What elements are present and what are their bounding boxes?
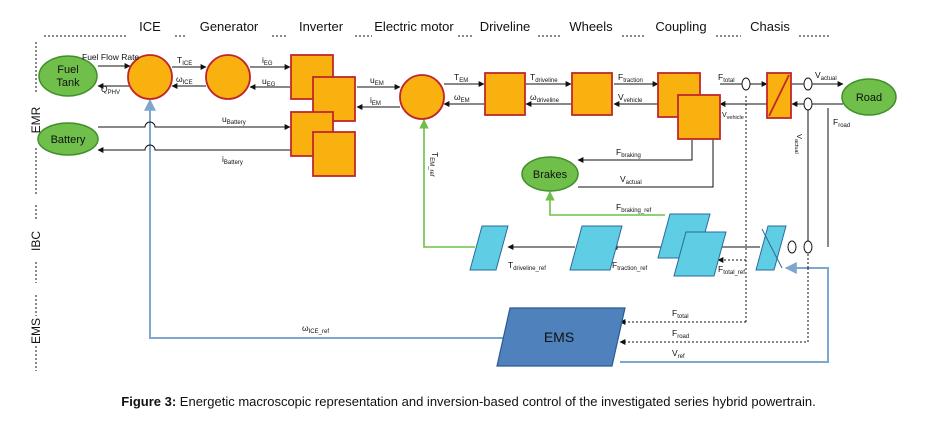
fuel-tank-label-2: Tank bbox=[56, 77, 80, 89]
brakes-label: Brakes bbox=[533, 169, 568, 181]
conversion-circles bbox=[127, 54, 445, 120]
inverter-element-4 bbox=[312, 131, 356, 177]
header-generator: Generator bbox=[200, 19, 259, 34]
road-source bbox=[841, 78, 897, 116]
side-label-emr: EMR bbox=[29, 106, 43, 133]
label-f-total-ref: Ftotal_ref bbox=[718, 264, 745, 276]
label-i-battery: iBattery bbox=[222, 154, 243, 166]
label-t-driveline: Tdriveline bbox=[530, 72, 558, 84]
label-u-eg: uEG bbox=[262, 76, 276, 88]
label-w-driveline: ωdriveline bbox=[530, 92, 560, 104]
label-v-actual: Vactual bbox=[815, 70, 837, 82]
side-label-ems: EMS bbox=[29, 318, 43, 344]
label-f-braking-ref: Fbraking_ref bbox=[616, 202, 652, 214]
label-t-driveline-ref: Tdriveline_ref bbox=[508, 260, 546, 272]
header-inverter: Inverter bbox=[299, 19, 344, 34]
label-ems-f-total: Ftotal bbox=[672, 308, 689, 320]
control-lines bbox=[144, 98, 829, 363]
caption-bold: Figure 3: bbox=[121, 394, 177, 409]
generator-element bbox=[205, 54, 251, 100]
fuel-tank-label-1: Fuel bbox=[57, 64, 78, 76]
label-t-em-ref: TEM_ref bbox=[428, 152, 440, 177]
header-coupling: Coupling bbox=[655, 19, 706, 34]
brakes-source bbox=[521, 156, 579, 192]
label-u-em: uEM bbox=[370, 75, 384, 87]
ice-element bbox=[127, 54, 173, 100]
battery-source bbox=[37, 122, 99, 156]
label-v-actual-vertical: Vactual bbox=[793, 134, 804, 154]
label-u-battery: uBattery bbox=[222, 114, 246, 126]
label-f-traction-ref: Ftraction_ref bbox=[612, 260, 648, 272]
label-q-phv: QPHV bbox=[101, 84, 120, 96]
label-f-braking: Fbraking bbox=[616, 147, 641, 159]
label-fuel-flow-rate: Fuel Flow Rate bbox=[82, 52, 139, 62]
label-ems-f-road: Froad bbox=[672, 328, 689, 340]
label-w-ice-ref: ωICE_ref bbox=[302, 323, 329, 335]
header-wheels: Wheels bbox=[569, 19, 613, 34]
label-v-actual-brakes: Vactual bbox=[620, 174, 642, 186]
road-label: Road bbox=[856, 92, 882, 104]
label-ems-v-ref: Vref bbox=[672, 348, 685, 360]
battery-label: Battery bbox=[51, 134, 86, 146]
driveline-element bbox=[484, 72, 526, 116]
source-elements bbox=[37, 55, 897, 192]
measurement-lines bbox=[619, 96, 809, 345]
label-f-road: Froad bbox=[833, 117, 850, 129]
sensors bbox=[741, 77, 813, 254]
header-electric-motor: Electric motor bbox=[374, 19, 454, 34]
label-v-vehicle: Vvehicle bbox=[618, 92, 643, 104]
coupling-element-2 bbox=[677, 94, 721, 140]
label-f-traction: Ftraction bbox=[618, 72, 643, 84]
label-t-ice: TICE bbox=[177, 55, 192, 67]
ibc-driveline bbox=[569, 225, 623, 271]
label-v-vehicle-2: Vvehicle bbox=[722, 112, 744, 121]
ibc-chasis bbox=[755, 225, 787, 271]
wheels-element bbox=[571, 72, 613, 116]
label-i-em: iEM bbox=[370, 95, 381, 107]
label-w-em: ωEM bbox=[454, 92, 470, 104]
ems-block bbox=[496, 307, 626, 367]
power-lines bbox=[97, 63, 844, 250]
figure-caption: Figure 3: Energetic macroscopic represen… bbox=[0, 394, 937, 409]
header-chasis: Chasis bbox=[750, 19, 790, 34]
chasis-diagonal bbox=[768, 74, 790, 117]
label-i-eg: iEG bbox=[262, 55, 273, 67]
reference-lines bbox=[419, 119, 665, 248]
ems-block-label: EMS bbox=[544, 329, 574, 345]
header-ice: ICE bbox=[139, 19, 161, 34]
header-driveline: Driveline bbox=[480, 19, 531, 34]
side-label-ibc: IBC bbox=[29, 231, 43, 251]
label-t-em: TEM bbox=[454, 72, 468, 84]
fuel-tank-source bbox=[38, 55, 98, 97]
caption-text: Energetic macroscopic representation and… bbox=[176, 394, 816, 409]
conversion-squares bbox=[290, 54, 792, 177]
ibc-chasis-diagonal bbox=[761, 228, 783, 269]
ibc-blocks bbox=[469, 213, 787, 277]
electric-motor-element bbox=[399, 74, 445, 120]
ibc-wheels-2 bbox=[673, 231, 727, 277]
ibc-em-torque bbox=[469, 225, 509, 271]
label-f-total: Ftotal bbox=[718, 72, 735, 84]
label-w-ice: ωICE bbox=[176, 74, 193, 86]
